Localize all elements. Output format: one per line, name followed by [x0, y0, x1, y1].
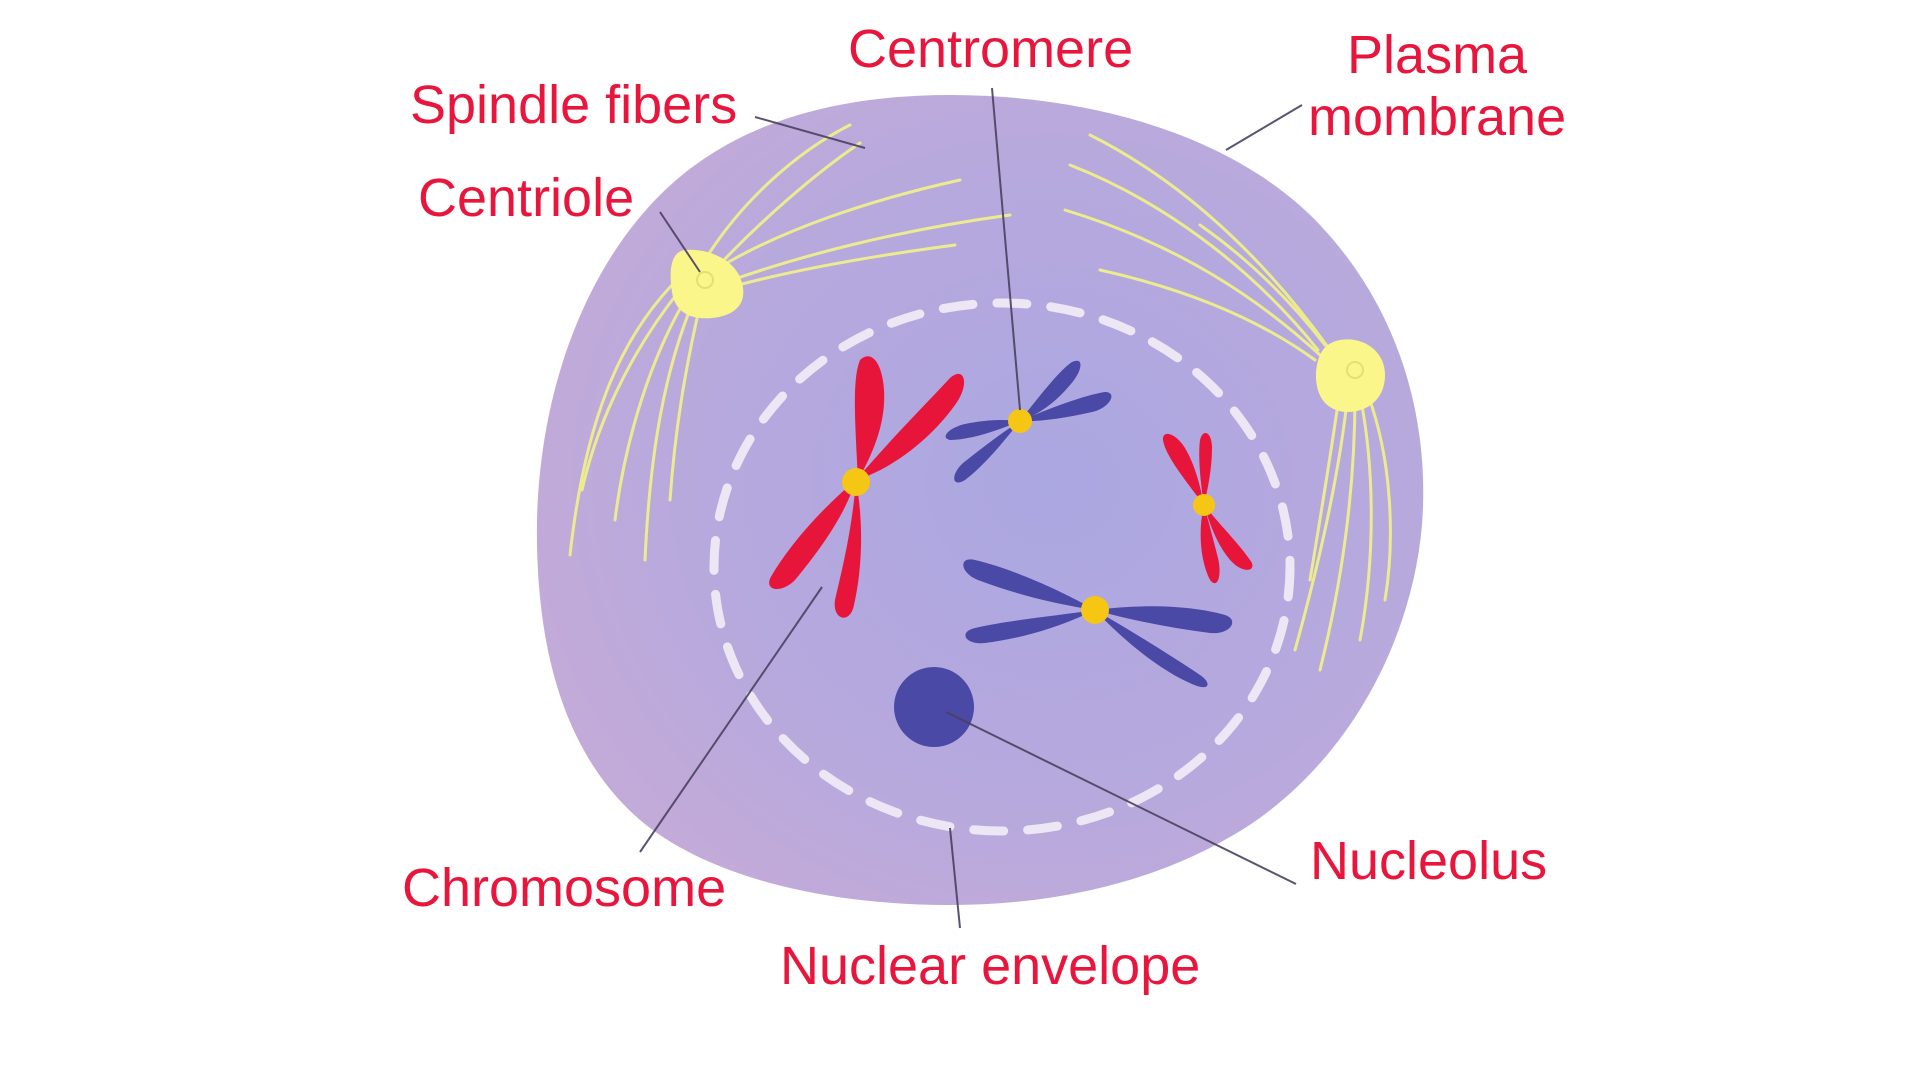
label-centriole: Centriole: [418, 168, 635, 228]
chromosome-red-large: [769, 356, 965, 618]
leader-nucleolus: [945, 711, 1297, 885]
spindle-fibers-right: [1063, 133, 1392, 672]
nuclear-envelope: [709, 298, 1295, 836]
label-plasma-membrane: Plasma mombrane: [1308, 25, 1567, 148]
leader-chromosome: [639, 586, 823, 853]
leader-plasma-membrane: [1225, 104, 1303, 151]
centromere-red-large: [842, 468, 870, 496]
centriole-left: [670, 249, 744, 319]
label-nucleolus: Nucleolus: [1310, 831, 1548, 891]
spindle-fibers-left: [568, 123, 1012, 562]
centromere-red-small: [1193, 494, 1215, 516]
label-spindle-fibers: Spindle fibers: [410, 75, 738, 135]
leader-centromere: [991, 87, 1021, 411]
leader-nuclear-envelope: [949, 827, 961, 929]
label-chromosome: Chromosome: [402, 858, 727, 918]
label-centromere: Centromere: [848, 19, 1134, 79]
leader-centriole: [659, 211, 701, 273]
chromosome-red-small: [1162, 433, 1253, 584]
centromere-blue-upper: [1008, 409, 1032, 433]
chromosome-blue-lower: [963, 559, 1233, 688]
nucleolus: [894, 667, 974, 747]
centromere-blue-lower: [1081, 596, 1109, 624]
leader-lines: [639, 87, 1303, 929]
label-nuclear-envelope: Nuclear envelope: [780, 936, 1201, 996]
centriole-right: [1315, 339, 1385, 413]
leader-spindle-fibers: [754, 116, 866, 149]
chromosome-blue-upper: [945, 360, 1112, 483]
